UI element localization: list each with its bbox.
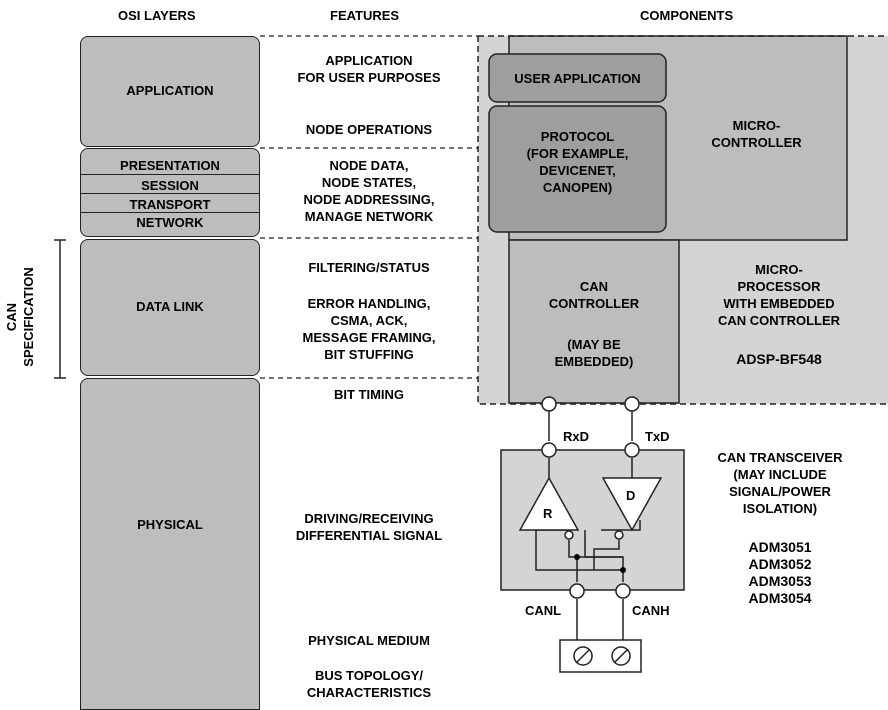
header-osi-layers: OSI LAYERS (118, 8, 196, 23)
layer-application (80, 36, 260, 147)
layer-data-link (80, 239, 260, 376)
canh-label: CANH (632, 603, 670, 618)
feature-physical-medium: PHYSICAL MEDIUM (308, 633, 430, 648)
microprocessor-part-number: ADSP-BF548 (736, 351, 822, 367)
protocol-block (488, 105, 667, 233)
can-spec-bracket (54, 239, 66, 379)
header-features: FEATURES (330, 8, 400, 23)
pin-txd (624, 442, 640, 458)
part-number: ADM3052 (748, 556, 812, 572)
receiver-r-label: R (543, 506, 553, 521)
layer-physical (80, 378, 260, 710)
part-number: ADM3054 (748, 590, 812, 606)
feature-node-data: NODE DATA,NODE STATES, NODE ADDRESSING,M… (303, 158, 435, 224)
layer-application-label: APPLICATION (126, 83, 214, 98)
pin-controller-tx (624, 396, 640, 412)
can-spec-label: CAN SPECIFICATION (4, 267, 36, 367)
part-number: ADM3051 (748, 539, 812, 555)
can-controller-block (508, 239, 680, 404)
transceiver-part-numbers: ADM3051 ADM3052 ADM3053 ADM3054 (700, 539, 860, 607)
layer-presentation: PRESENTATION (120, 158, 220, 173)
layer-dividers (260, 35, 478, 379)
transceiver-label: CAN TRANSCEIVER(MAY INCLUDE SIGNAL/POWER… (717, 450, 843, 516)
header-components: COMPONENTS (640, 8, 734, 23)
pin-canl (569, 583, 585, 599)
driver-buffer (601, 477, 663, 532)
terminal-screws (573, 646, 631, 666)
feature-bit-timing: BIT TIMING (333, 387, 405, 402)
pin-canh (615, 583, 631, 599)
feature-bus-topology: BUS TOPOLOGY/CHARACTERISTICS (306, 668, 432, 700)
feature-filtering: FILTERING/STATUS (308, 260, 430, 275)
layer-physical-label: PHYSICAL (137, 517, 203, 532)
layer-upper-group (80, 148, 260, 237)
microcontroller-label: MICRO-CONTROLLER (711, 118, 802, 150)
feature-error-handling: ERROR HANDLING,CSMA, ACK, MESSAGE FRAMIN… (302, 296, 436, 362)
receiver-buffer (518, 476, 580, 531)
txd-label: TxD (645, 429, 670, 444)
driver-d-label: D (626, 488, 636, 503)
protocol-label: PROTOCOL(FOR EXAMPLE, DEVICENET,CANOPEN) (526, 129, 629, 195)
feature-node-operations: NODE OPERATIONS (305, 122, 433, 137)
pin-controller-rx (541, 396, 557, 412)
part-number: ADM3053 (748, 573, 812, 589)
pin-rxd (541, 442, 557, 458)
user-application-label: USER APPLICATION (514, 71, 641, 86)
layer-network: NETWORK (136, 215, 204, 230)
layer-session: SESSION (141, 178, 199, 193)
rxd-label: RxD (563, 429, 590, 444)
layer-data-link-label: DATA LINK (136, 299, 204, 314)
layer-transport: TRANSPORT (129, 197, 211, 212)
user-application-block (488, 53, 667, 103)
canl-label: CANL (525, 603, 562, 618)
processor-dashed-boundary (477, 35, 888, 405)
